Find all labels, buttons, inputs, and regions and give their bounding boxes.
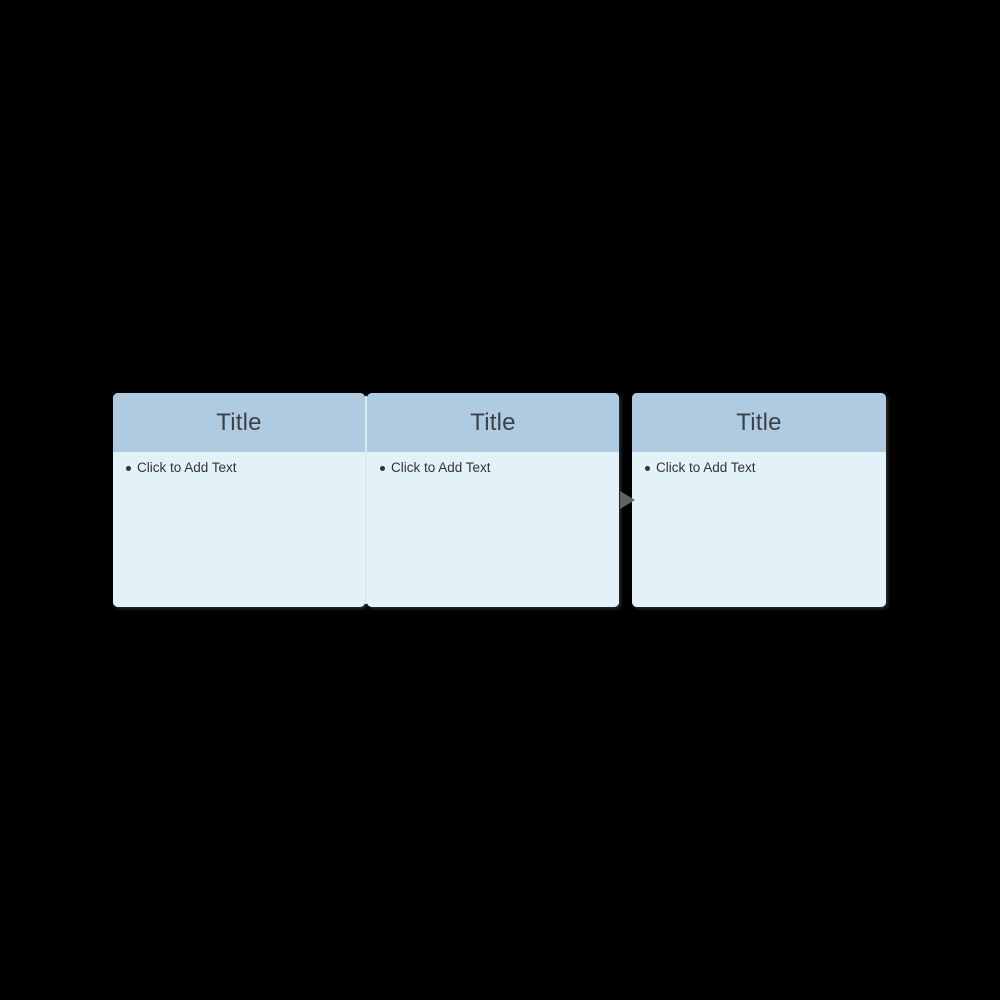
shape-box-3-header[interactable]: Title (632, 393, 886, 452)
bullet-icon (126, 465, 131, 471)
shape-box-3-body[interactable]: Click to Add Text (632, 452, 886, 607)
shape-box-1-header[interactable]: Title (113, 393, 365, 452)
shape-box-2[interactable]: Title Click to Add Text (367, 393, 619, 607)
shape-box-1-placeholder-text[interactable]: Click to Add Text (137, 460, 237, 475)
shape-box-3-placeholder-line[interactable]: Click to Add Text (645, 460, 874, 476)
shape-box-1-placeholder-line[interactable]: Click to Add Text (126, 460, 353, 476)
bullet-icon (380, 465, 385, 471)
diagram-row: Title Click to Add Text Title Click to A… (113, 393, 886, 607)
shape-box-3[interactable]: Title Click to Add Text (632, 393, 886, 607)
shape-box-3-title[interactable]: Title (736, 408, 782, 436)
shape-box-2-title[interactable]: Title (470, 408, 516, 436)
shape-box-2-placeholder-text[interactable]: Click to Add Text (391, 460, 491, 475)
shape-divider (365, 396, 367, 604)
shape-box-2-body[interactable]: Click to Add Text (367, 452, 619, 607)
shape-box-1-title[interactable]: Title (216, 408, 262, 436)
shape-box-2-placeholder-line[interactable]: Click to Add Text (380, 460, 607, 476)
connector-arrow-right-icon[interactable] (620, 491, 635, 509)
shape-box-3-placeholder-text[interactable]: Click to Add Text (656, 460, 756, 475)
shape-box-1[interactable]: Title Click to Add Text (113, 393, 365, 607)
bullet-icon (645, 465, 650, 471)
shape-box-2-header[interactable]: Title (367, 393, 619, 452)
shape-box-1-body[interactable]: Click to Add Text (113, 452, 365, 607)
